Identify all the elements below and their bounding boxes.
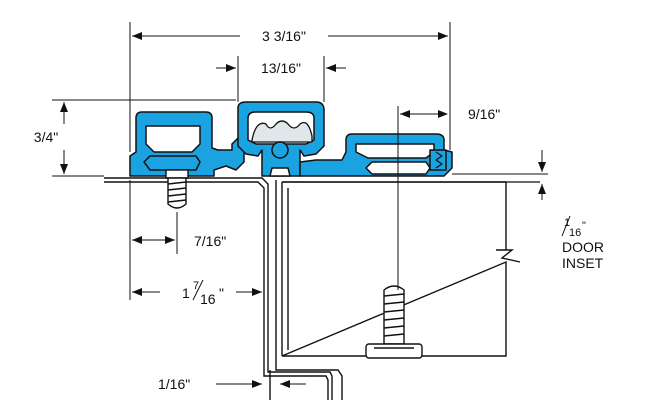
door-inset-frac-den: 16 (569, 227, 581, 239)
hinge-offset-whole: 1 (182, 285, 190, 301)
hinge-offset-unit: " (219, 285, 224, 301)
arrowheads (60, 32, 546, 388)
rail-width-label: 13/16" (261, 60, 301, 76)
hinge-offset-label: 1 7 16 " (182, 279, 224, 307)
door-inset-line2: INSET (562, 255, 604, 271)
hinge-offset-frac-den: 16 (200, 291, 216, 307)
overall-width-label: 3 3/16" (262, 28, 306, 44)
right-offset-label: 9/16" (468, 106, 500, 122)
hinge-offset-frac-num: 7 (193, 280, 199, 292)
gap-label: 1/16" (158, 376, 190, 392)
door-frame (104, 177, 343, 400)
left-screw (165, 169, 189, 209)
door-screw (365, 285, 423, 359)
height-label: 3/4" (34, 129, 58, 145)
door-inset-unit: " (582, 220, 586, 232)
door-inset-line1: DOOR (562, 239, 604, 255)
screw-offset-label: 7/16" (194, 233, 226, 249)
door-inset-label: 1 16 " DOOR INSET (561, 215, 604, 271)
